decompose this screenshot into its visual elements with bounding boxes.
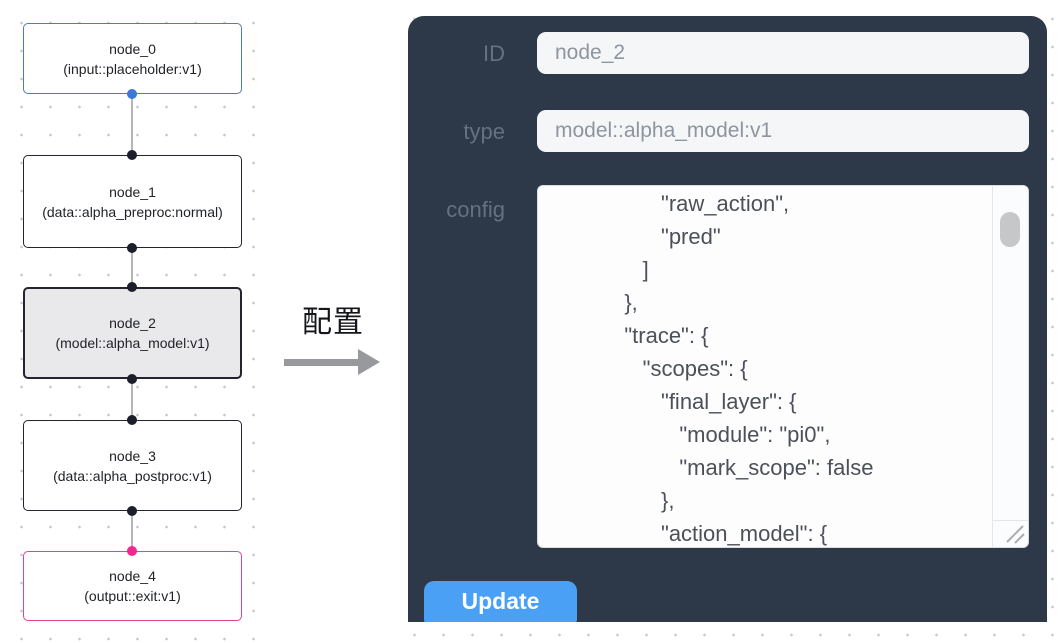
scrollbar-corner-divider xyxy=(993,520,1028,521)
edge-connector xyxy=(131,248,133,287)
port-node_3-in[interactable] xyxy=(127,415,137,425)
flow-node-node_4[interactable]: node_4 (output::exit:v1) xyxy=(23,551,242,621)
config-json-content: "raw_action", "pred" ] }, "trace": { "sc… xyxy=(624,191,874,546)
flow-node-node_2-selected[interactable]: node_2 (model::alpha_model:v1) xyxy=(23,287,242,379)
port-node_4-in[interactable] xyxy=(127,546,137,556)
update-button[interactable]: Update xyxy=(424,581,577,622)
node-subtitle: (data::alpha_preproc:normal) xyxy=(42,203,223,220)
id-input[interactable]: node_2 xyxy=(537,32,1029,74)
transition-annotation: 配置 xyxy=(272,297,394,375)
node-subtitle: (output::exit:v1) xyxy=(84,588,181,604)
flow-node-node_3[interactable]: node_3 (data::alpha_postproc:v1) xyxy=(23,420,242,511)
node-title: node_0 xyxy=(109,40,156,57)
config-field-label: config xyxy=(446,197,505,222)
port-node_2-out[interactable] xyxy=(127,374,137,384)
type-input[interactable]: model::alpha_model:v1 xyxy=(537,110,1029,152)
arrow-head xyxy=(358,349,380,375)
port-node_0-out[interactable] xyxy=(127,89,137,99)
node-title: node_3 xyxy=(109,447,156,464)
config-panel: ID node_2 type model::alpha_model:v1 con… xyxy=(408,16,1047,622)
node-subtitle: (model::alpha_model:v1) xyxy=(55,335,210,351)
port-node_1-in[interactable] xyxy=(127,150,137,160)
arrow-right-icon xyxy=(272,349,394,375)
port-node_3-out[interactable] xyxy=(127,506,137,516)
id-field-label: ID xyxy=(483,41,505,66)
port-node_2-in[interactable] xyxy=(127,282,137,292)
arrow-shaft xyxy=(284,359,360,366)
type-field-label: type xyxy=(463,119,505,144)
scrollbar-thumb[interactable] xyxy=(1000,212,1020,247)
flow-node-node_1[interactable]: node_1 (data::alpha_preproc:normal) xyxy=(23,155,242,248)
node-subtitle: (input::placeholder:v1) xyxy=(63,60,202,77)
node-subtitle: (data::alpha_postproc:v1) xyxy=(53,467,212,484)
edge-connector xyxy=(131,379,133,420)
flow-node-node_0[interactable]: node_0 (input::placeholder:v1) xyxy=(23,23,242,94)
edge-connector xyxy=(131,511,133,551)
node-title: node_4 xyxy=(109,568,156,584)
transition-label: 配置 xyxy=(302,306,364,339)
resize-grip-icon[interactable] xyxy=(1002,521,1026,545)
node-title: node_2 xyxy=(109,315,156,331)
port-node_1-out[interactable] xyxy=(127,243,137,253)
scrollbar-track[interactable] xyxy=(992,186,1028,547)
node-title: node_1 xyxy=(109,183,156,200)
edge-connector xyxy=(131,94,133,155)
config-textarea[interactable]: "raw_action", "pred" ] }, "trace": { "sc… xyxy=(537,185,1029,548)
